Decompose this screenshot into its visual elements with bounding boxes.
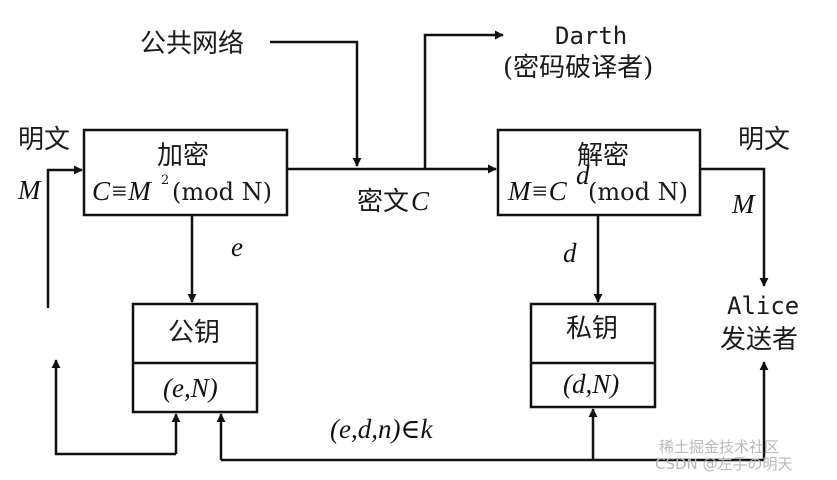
decrypt-formula-mod: (mod N) bbox=[588, 178, 688, 206]
plaintext-out-arrow bbox=[700, 167, 769, 287]
network-arrow bbox=[270, 40, 362, 167]
plaintext-in-arrow bbox=[46, 165, 83, 308]
encrypt-formula-lhs: C≡M bbox=[92, 176, 152, 206]
plaintext-right-label: 明文 bbox=[738, 125, 790, 155]
alice-role: 发送者 bbox=[720, 325, 798, 355]
public-network-label: 公共网络 bbox=[140, 29, 244, 59]
encrypt-exponent: 2 bbox=[161, 173, 169, 188]
public-key-value: (e,N) bbox=[163, 373, 218, 403]
encrypt-title: 加密 bbox=[157, 141, 209, 171]
public-key-title: 公钥 bbox=[168, 318, 220, 348]
ciphertext-var: C bbox=[411, 186, 430, 216]
plaintext-left-label: 明文 bbox=[18, 125, 70, 155]
left-up-arrow bbox=[51, 359, 176, 456]
darth-role: (密码破译者) bbox=[503, 53, 653, 83]
plaintext-left-var: M bbox=[17, 175, 42, 205]
ciphertext-label: 密文 bbox=[357, 187, 409, 217]
e-edge-label: e bbox=[231, 232, 243, 262]
private-key-title: 私钥 bbox=[566, 314, 618, 344]
private-key-box bbox=[529, 302, 657, 409]
encrypt-box bbox=[82, 128, 289, 217]
key-set-label: (e,d,n)∈k bbox=[330, 414, 433, 444]
watermark: CSDN @左手の明天 bbox=[655, 455, 793, 473]
d-edge-label: d bbox=[563, 238, 577, 268]
darth-name: Darth bbox=[555, 22, 627, 50]
darth-arrow bbox=[423, 30, 504, 169]
watermark-overlay: 稀土掘金技术社区 bbox=[659, 438, 779, 456]
public-key-box bbox=[131, 302, 259, 414]
plaintext-right-var: M bbox=[731, 189, 756, 219]
encrypt-formula-mod: (mod N) bbox=[172, 178, 272, 206]
decrypt-formula-lhs: M≡C bbox=[507, 176, 568, 206]
alice-name: Alice bbox=[727, 292, 799, 320]
decrypt-exponent: d bbox=[576, 160, 590, 190]
decrypt-title: 解密 bbox=[577, 141, 629, 171]
private-key-value: (d,N) bbox=[563, 369, 619, 399]
